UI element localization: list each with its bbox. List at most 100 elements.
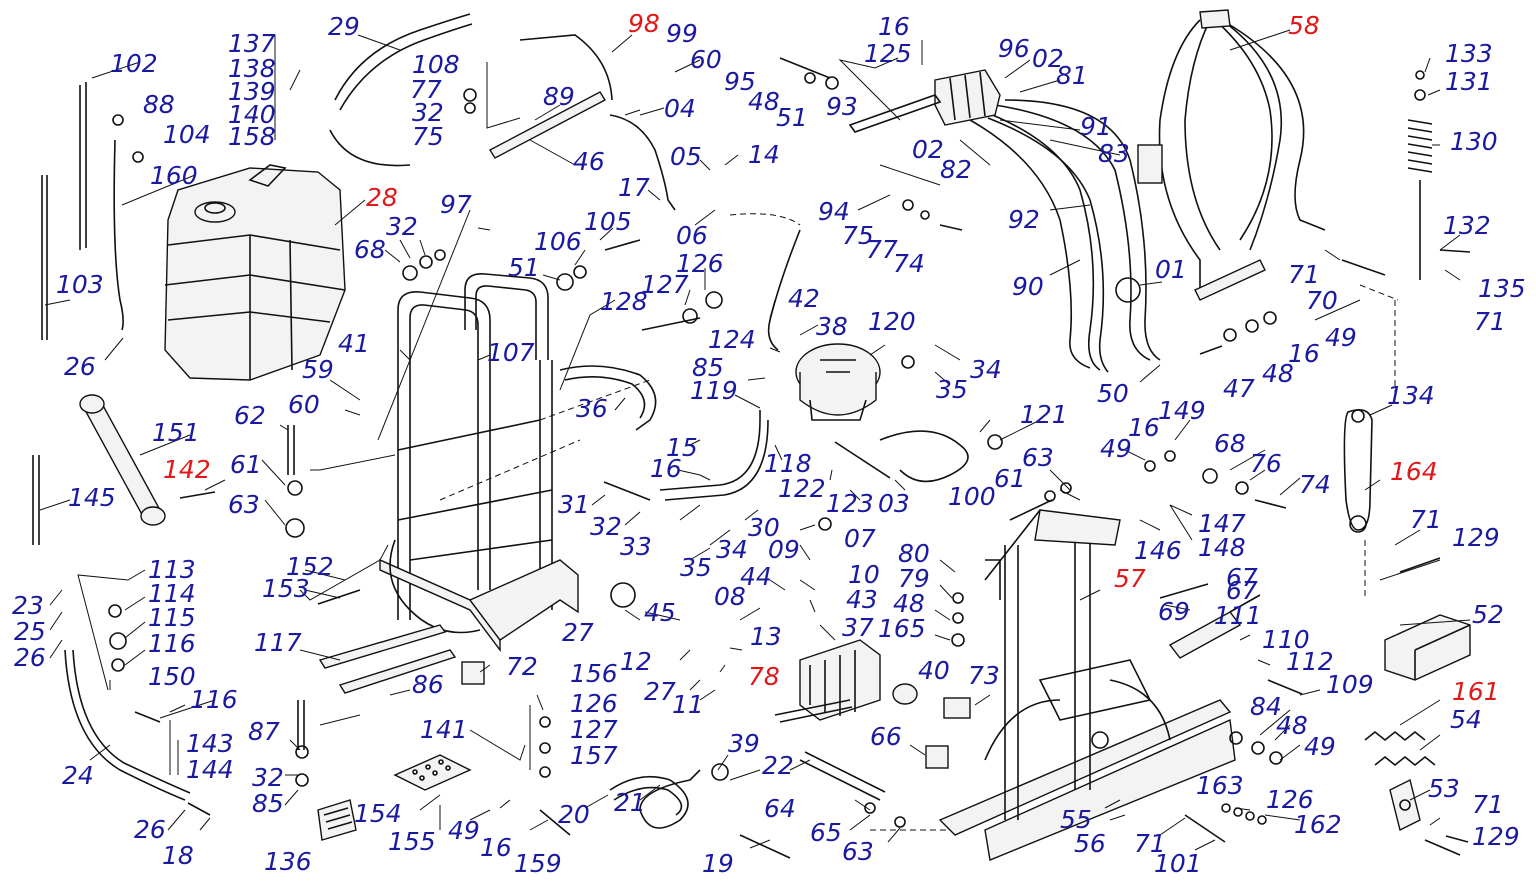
label-158: 158	[228, 122, 276, 151]
label-136: 136	[264, 847, 312, 876]
label-138: 138	[228, 54, 276, 83]
label-85-b: 85	[252, 789, 284, 818]
label-157: 157	[570, 741, 618, 770]
label-99: 99	[666, 19, 698, 48]
arm36-part	[559, 365, 657, 431]
label-141: 141	[420, 715, 468, 744]
label-149: 149	[1158, 396, 1206, 425]
label-85-a: 85	[692, 353, 724, 382]
label-71-d: 71	[1472, 790, 1504, 819]
label-86: 86	[412, 670, 444, 699]
washers-part	[108, 70, 1426, 828]
label-33: 33	[620, 532, 652, 561]
label-63-a: 63	[1022, 443, 1054, 472]
label-104: 104	[163, 120, 211, 149]
label-132: 132	[1443, 211, 1491, 240]
label-69: 69	[1158, 597, 1190, 626]
label-163: 163	[1196, 771, 1244, 800]
label-53: 53	[1428, 774, 1460, 803]
shafts-part	[287, 425, 886, 801]
label-113: 113	[148, 555, 196, 584]
label-126-a: 126	[676, 249, 724, 278]
label-60-b: 60	[288, 390, 320, 419]
label-18: 18	[162, 841, 194, 870]
pump78-part	[774, 639, 881, 723]
label-92: 92	[1008, 205, 1040, 234]
label-20: 20	[558, 800, 590, 829]
label-126-c: 126	[1266, 785, 1314, 814]
label-25: 25	[14, 617, 46, 646]
label-127-b: 127	[570, 715, 618, 744]
label-155: 155	[388, 827, 436, 856]
label-46: 46	[573, 147, 605, 176]
label-31: 31	[558, 490, 590, 519]
label-156: 156	[570, 659, 618, 688]
label-150: 150	[148, 662, 196, 691]
label-71-e: 71	[1134, 829, 1166, 858]
label-97: 97	[440, 190, 472, 219]
label-62: 62	[234, 401, 266, 430]
label-01: 01	[1155, 255, 1187, 284]
label-32-b: 32	[386, 212, 418, 241]
label-108: 108	[412, 50, 460, 79]
rods-part	[32, 82, 124, 545]
label-43: 43	[846, 585, 878, 614]
label-15: 15	[666, 433, 698, 462]
bracket53-part	[1389, 778, 1421, 832]
label-57: 57	[1114, 564, 1146, 593]
label-120: 120	[868, 307, 916, 336]
label-139: 139	[228, 77, 276, 106]
guide-lines	[439, 284, 1399, 831]
label-32-d: 32	[252, 763, 284, 792]
label-88: 88	[143, 90, 175, 119]
label-27-b: 27	[644, 677, 676, 706]
label-22: 22	[762, 751, 794, 780]
hose03-part	[879, 430, 969, 483]
label-55: 55	[1060, 805, 1092, 834]
driveshaft-part	[79, 394, 166, 526]
label-27-a: 27	[562, 618, 594, 647]
label-75-b: 75	[842, 221, 874, 250]
label-89: 89	[543, 82, 575, 111]
label-10: 10	[848, 560, 880, 589]
chassis-part	[938, 509, 1236, 861]
label-17: 17	[618, 173, 650, 202]
label-58: 58	[1288, 11, 1320, 40]
label-68-a: 68	[354, 235, 386, 264]
label-77-a: 77	[410, 75, 442, 104]
pump-part	[795, 343, 881, 421]
label-123: 123	[826, 489, 874, 518]
label-50: 50	[1097, 379, 1129, 408]
label-162: 162	[1294, 810, 1342, 839]
label-79: 79	[898, 564, 930, 593]
springs54-part	[1364, 730, 1436, 767]
label-32-a: 32	[412, 98, 444, 127]
label-81: 81	[1056, 61, 1088, 90]
label-44: 44	[740, 562, 772, 591]
label-34-a: 34	[970, 355, 1002, 384]
tank-part	[164, 164, 346, 381]
label-134: 134	[1387, 381, 1435, 410]
label-118: 118	[764, 449, 812, 478]
label-48-c: 48	[893, 589, 925, 618]
hose24-part	[64, 649, 191, 801]
label-100: 100	[948, 482, 996, 511]
label-16-a: 16	[878, 12, 910, 41]
label-129-a: 129	[1452, 523, 1500, 552]
label-64: 64	[764, 794, 796, 823]
label-70: 70	[1306, 286, 1338, 315]
arm30-part	[659, 410, 769, 501]
label-67: 67	[1226, 563, 1258, 592]
label-119: 119	[690, 376, 738, 405]
spring-part	[1407, 119, 1433, 280]
label-109: 109	[1326, 670, 1374, 699]
label-07: 07	[844, 524, 876, 553]
hose04-part	[609, 114, 676, 211]
label-67-b: 67	[1226, 576, 1258, 605]
label-49-b: 49	[1100, 434, 1132, 463]
label-148: 148	[1198, 533, 1246, 562]
label-75-a: 75	[412, 122, 444, 151]
label-04: 04	[664, 94, 696, 123]
label-36: 36	[576, 394, 608, 423]
bracket93-part	[848, 94, 942, 133]
